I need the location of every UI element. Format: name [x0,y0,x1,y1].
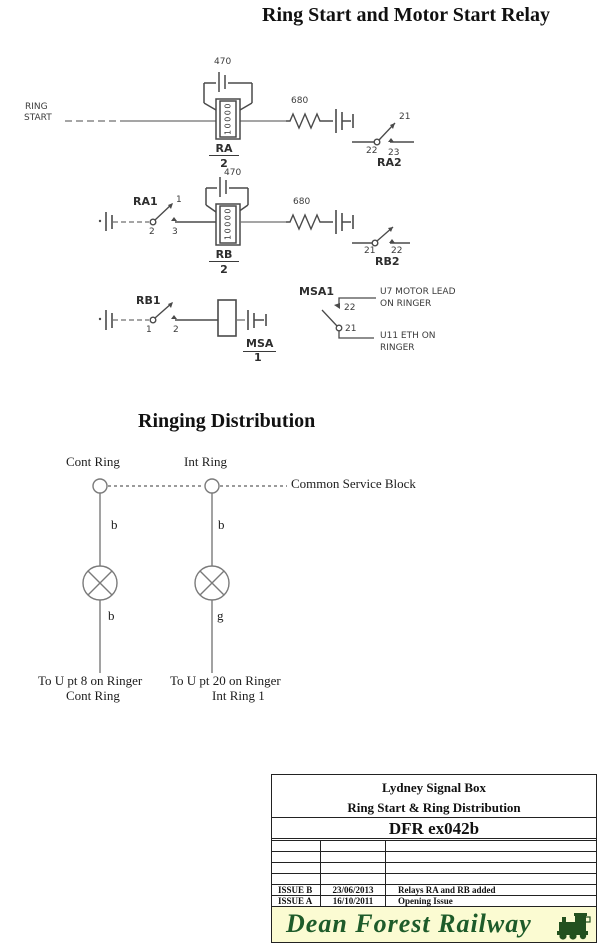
org-line2: Ring Start & Ring Distribution [347,799,521,815]
branch-left-dest-line2: Cont Ring [66,688,120,703]
contact-rb2-name: RB2 [375,255,400,268]
ra2-terminal-21-label: 21 [399,112,411,122]
branch-right-dest-line1: To U pt 20 on Ringer [170,673,281,688]
rb1-terminal-1-label: 1 [146,325,152,335]
relay-msa-contact-count: 1 [254,351,262,364]
ra1-terminal-3-label: 3 [172,227,178,237]
branch-right-dest-line2: Int Ring 1 [212,688,265,703]
wire-color-b-left-top: b [111,517,118,532]
issue-a-label: ISSUE A [272,896,321,906]
row1-resistor-value-label: 680 [291,96,309,106]
rb2-terminal-22-label: 22 [391,246,403,256]
railway-banner: Dean Forest Railway [272,906,596,942]
ring-start-label-line1: RING [25,102,48,112]
page-title: Ring Start and Motor Start Relay [262,4,550,26]
contact-msa1-name: MSA1 [299,285,335,298]
distribution-title: Ringing Distribution [138,410,316,432]
ra1-terminal-2-label: 2 [149,227,155,237]
issue-row-b: ISSUE B 23/06/2013 Relays RA and RB adde… [272,885,596,896]
title-block-org: Lydney Signal Box Ring Start & Ring Dist… [272,775,596,818]
branch-cont-ring-label: Cont Ring [66,454,120,469]
issue-a-description: Opening Issue [398,896,453,906]
relay-rb-contact-count: 2 [220,263,228,277]
ra-coil-resistance-label: 10000 [223,102,233,135]
common-service-block-label: Common Service Block [291,476,416,491]
railway-name: Dean Forest Railway [286,909,532,938]
wire-color-g-right-bottom: g [217,608,224,623]
locomotive-icon [557,913,591,940]
ring-start-label-line2: START [24,113,52,123]
rb2-terminal-21-label: 21 [364,246,376,256]
wire-color-b-right-top: b [218,517,225,532]
relay-ra-name: RA 2 [209,142,239,170]
drawing-number: DFR ex042b [272,818,596,841]
titleblock-empty-row [272,874,596,885]
row2-resistor-value-label: 680 [293,197,311,207]
ra2-terminal-22-label: 22 [366,146,378,156]
rb1-terminal-2-label: 2 [173,325,179,335]
issue-b-date: 23/06/2013 [321,885,386,895]
ra2-terminal-23-label: 23 [388,148,400,158]
branch-int-ring-label: Int Ring [184,454,227,469]
msa1-dest22-line2: ON RINGER [380,299,432,309]
issue-b-description: Relays RA and RB added [398,885,496,895]
relay-rb-name-top: RB [209,248,239,263]
contact-rb1-name: RB1 [136,294,161,307]
msa1-terminal-22-label: 22 [344,303,356,313]
rb-coil-resistance-label: 10000 [223,207,233,240]
relay-ra-contact-count: 2 [220,157,228,171]
ra-cap-value-label: 470 [214,57,232,67]
issue-b-label: ISSUE B [272,885,321,895]
relay-msa-name: MSA [243,337,277,352]
titleblock-empty-row [272,852,596,863]
titleblock-empty-row [272,841,596,852]
title-block: Lydney Signal Box Ring Start & Ring Dist… [271,774,597,943]
branch-left-dest-line1: To U pt 8 on Ringer [38,673,143,688]
org-line1: Lydney Signal Box [381,780,487,795]
msa1-dest21-line2: RINGER [380,343,415,353]
relay-rb-name: RB 2 [209,248,239,276]
rb-cap-value-label: 470 [224,168,242,178]
msa1-dest21-line1: U11 ETH ON [380,331,436,341]
titleblock-empty-row [272,863,596,874]
msa1-terminal-21-label: 21 [345,324,357,334]
wire-color-b-left-bottom: b [108,608,115,623]
ra1-terminal-1-label: 1 [176,195,182,205]
contact-ra1-name: RA1 [133,195,158,208]
issue-a-date: 16/10/2011 [321,896,386,906]
relay-ra-name-top: RA [209,142,239,157]
msa1-dest22-line1: U7 MOTOR LEAD [380,287,456,297]
contact-ra2-name: RA2 [377,156,402,169]
